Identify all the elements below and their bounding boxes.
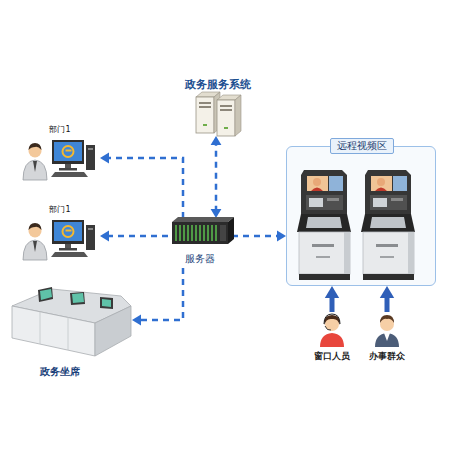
node-label: 部门1 (48, 205, 72, 215)
dashed-connector (211, 136, 222, 218)
arrow-head (211, 136, 222, 145)
staff-person (320, 314, 344, 347)
service-desk (12, 287, 131, 356)
node-label: 政务坐席 (18, 366, 102, 378)
server-towers (196, 92, 241, 136)
node-label: 部门1 (48, 125, 72, 135)
dashed-connector (100, 231, 168, 242)
workstation (23, 220, 95, 260)
person-node: 窗口人员 (310, 312, 354, 364)
solid-arrow (380, 286, 394, 312)
person-node: 办事群众 (364, 312, 410, 364)
arrow-head (380, 286, 394, 298)
rack-server (172, 217, 234, 244)
node-label: 办事群众 (364, 351, 410, 361)
solid-arrow (325, 286, 339, 312)
desk-node: 政务坐席 (8, 284, 132, 380)
arrow-head (277, 231, 286, 242)
node-label: 窗口人员 (310, 351, 354, 361)
area-fill (286, 146, 436, 286)
department-node: 部门1 (22, 204, 100, 262)
area-box: 远程视频区 (286, 146, 436, 286)
citizen-person (375, 315, 399, 347)
connector-line (232, 235, 280, 238)
workstation (23, 140, 95, 180)
arrow-head (132, 315, 141, 326)
connector-line (106, 158, 183, 218)
connector-line (138, 268, 183, 320)
arrow-head (211, 209, 222, 218)
server-node: 服务器 (168, 218, 232, 268)
node-label: 政务服务系统 (178, 78, 258, 91)
connector-line (106, 235, 168, 238)
system-node: 政务服务系统 (178, 78, 258, 136)
arrow-head (100, 231, 109, 242)
node-label: 服务器 (168, 253, 232, 265)
dashed-connector (100, 153, 183, 218)
connector-line (215, 142, 218, 211)
dashed-connector (232, 231, 286, 242)
arrow-head (100, 153, 109, 164)
video-kiosk (297, 170, 351, 280)
dashed-connector (132, 268, 183, 325)
area-title: 远程视频区 (330, 138, 394, 154)
video-kiosk (361, 170, 415, 280)
arrow-head (325, 286, 339, 298)
department-node: 部门1 (22, 124, 100, 182)
